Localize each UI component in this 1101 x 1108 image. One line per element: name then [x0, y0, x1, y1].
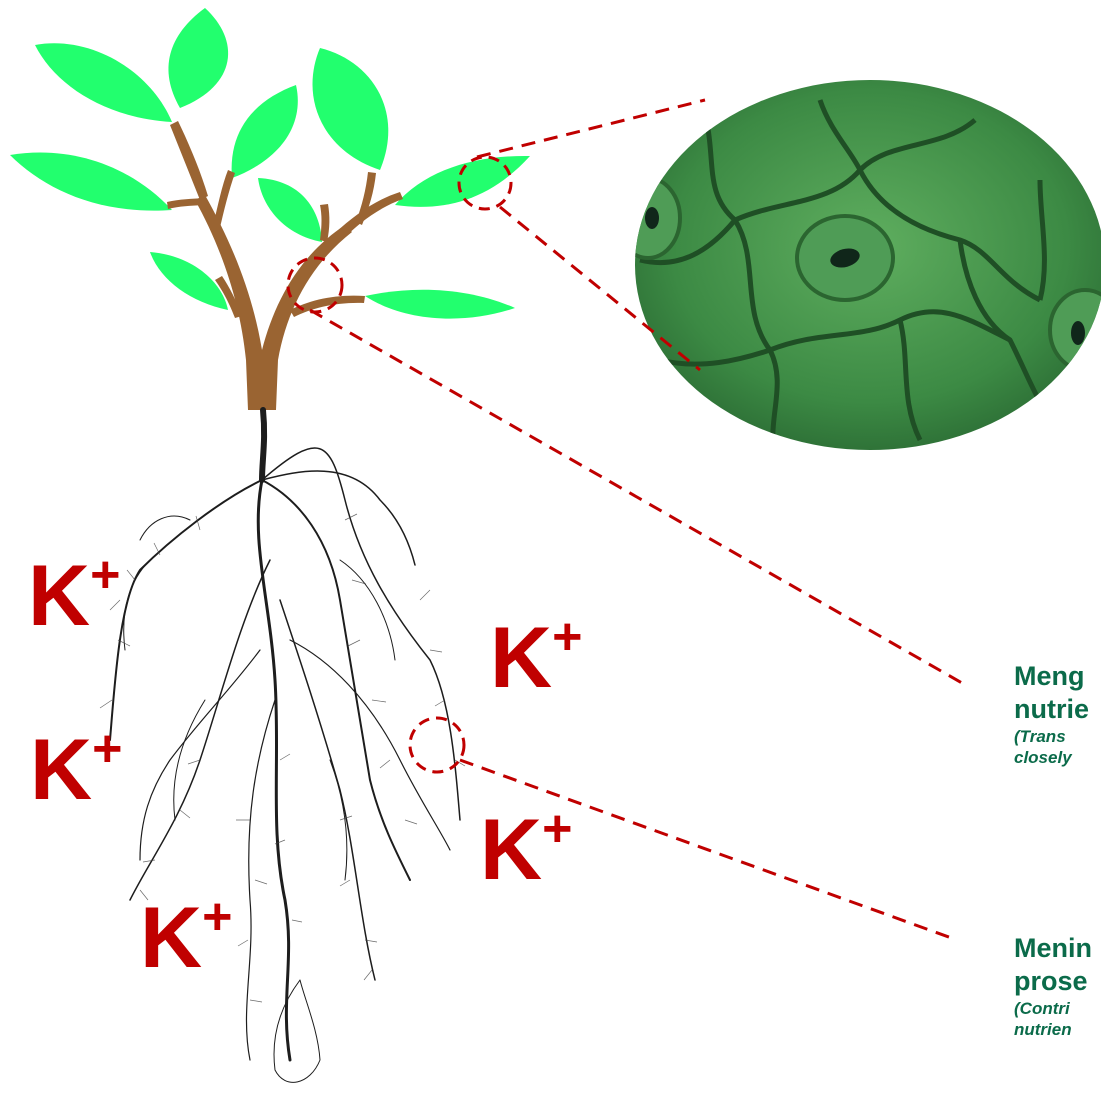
contribution-caption: Menin prose (Contri nutrien [1014, 932, 1092, 1040]
caption-subtext: (Trans [1014, 726, 1089, 747]
leaves [10, 8, 530, 319]
leaf-callout-line-top [477, 100, 705, 157]
potassium-ion-label: K+ [140, 895, 232, 981]
potassium-ion-label: K+ [480, 807, 572, 893]
leaf [365, 290, 515, 319]
leaf [313, 48, 389, 170]
transport-caption: Meng nutrie (Trans closely [1014, 660, 1089, 768]
leaf [168, 8, 228, 108]
caption-line: Meng [1014, 660, 1089, 693]
potassium-ion-label: K+ [30, 727, 122, 813]
caption-line: prose [1014, 965, 1092, 998]
caption-subtext: (Contri [1014, 998, 1092, 1019]
leaf-micrograph [616, 80, 1101, 470]
root-callout-circle [410, 718, 464, 772]
caption-line: Menin [1014, 932, 1092, 965]
leaf [258, 178, 322, 242]
leaf [35, 43, 172, 122]
leaf [10, 152, 172, 210]
potassium-ion-label: K+ [28, 553, 120, 639]
caption-subtext: closely [1014, 747, 1089, 768]
caption-line: nutrie [1014, 693, 1089, 726]
caption-subtext: nutrien [1014, 1019, 1092, 1040]
leaf [395, 156, 530, 207]
potassium-ion-label: K+ [490, 615, 582, 701]
leaf [232, 85, 298, 178]
